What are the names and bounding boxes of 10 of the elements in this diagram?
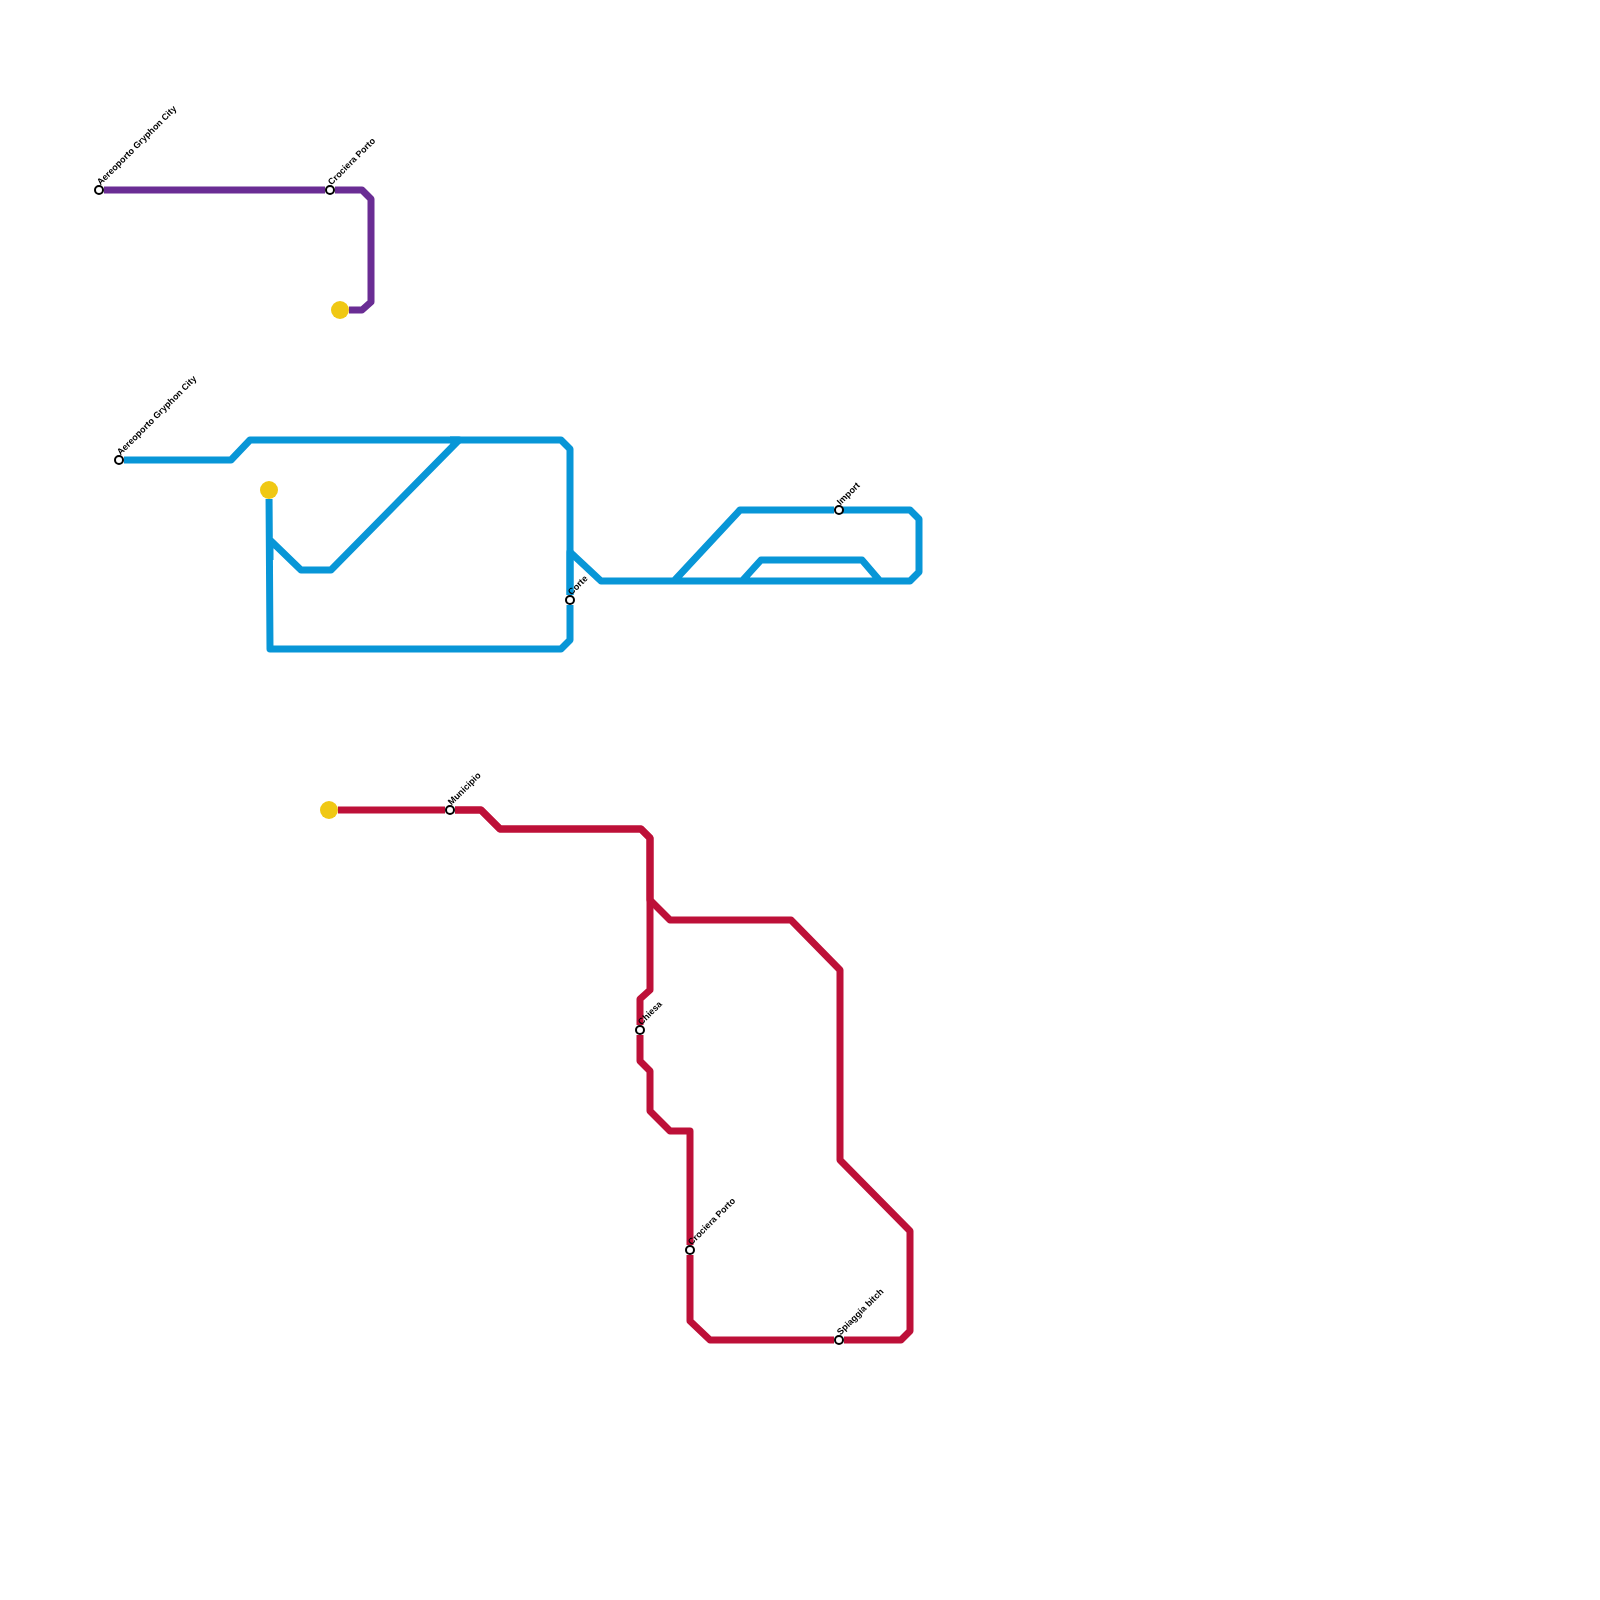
line-terminus	[331, 301, 349, 319]
metro-line	[636, 1035, 694, 1245]
line-terminus	[320, 801, 338, 819]
line-terminus	[260, 481, 278, 499]
metro-line	[335, 186, 375, 314]
metro-line	[265, 436, 574, 653]
metro-line	[338, 806, 445, 814]
metro-line	[104, 186, 325, 194]
metro-line	[455, 806, 914, 1344]
metro-line	[686, 1255, 834, 1344]
